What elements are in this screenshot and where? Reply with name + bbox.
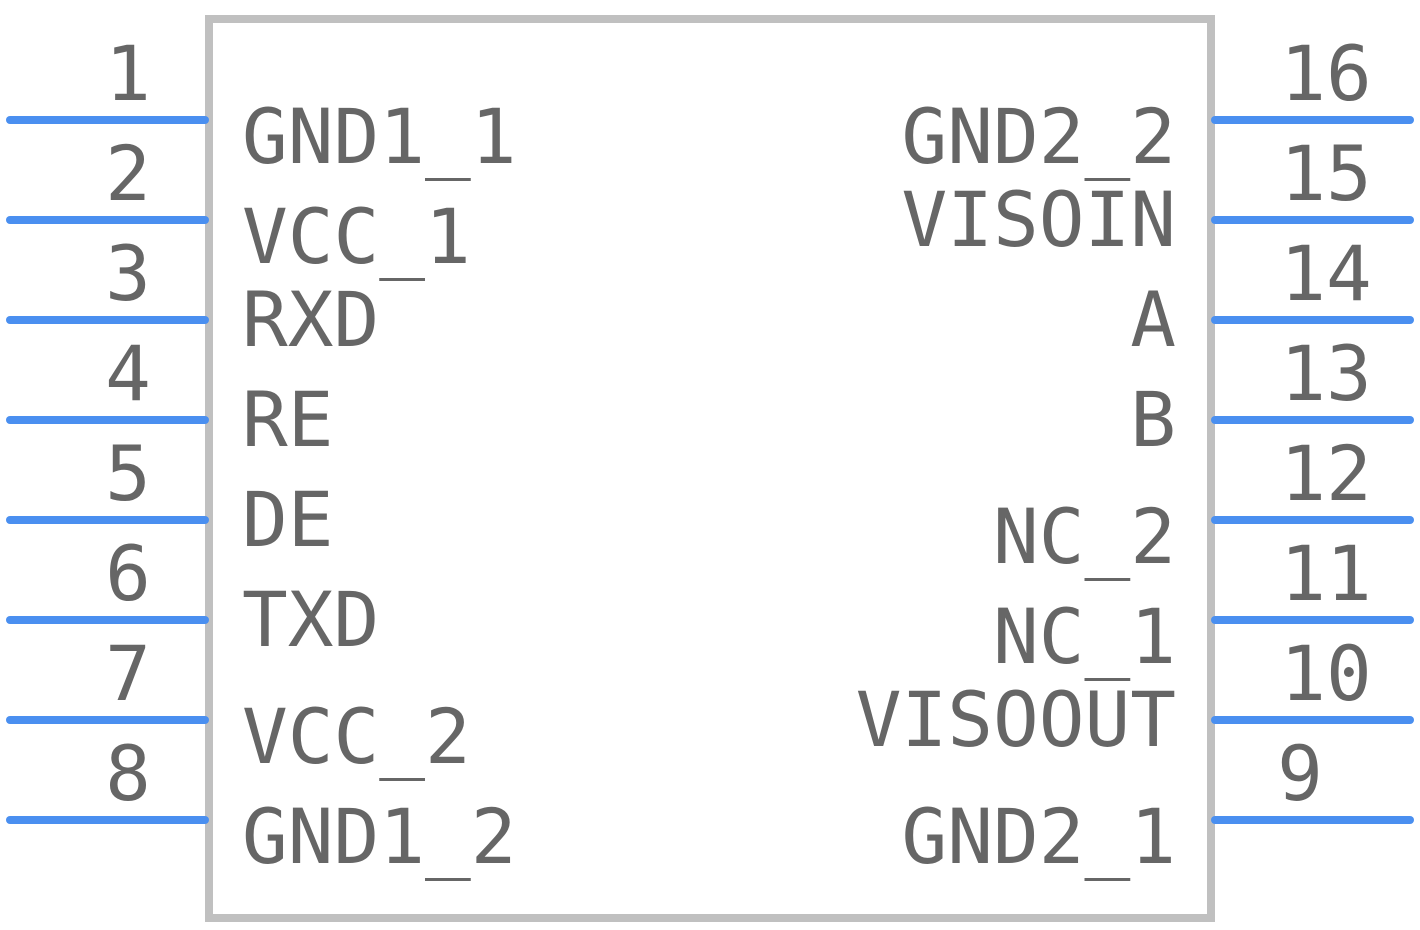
pin-1-number: 1 bbox=[105, 29, 151, 118]
pin-15-name: VISOIN bbox=[901, 175, 1176, 264]
pin-16-number: 16 bbox=[1280, 29, 1372, 118]
pin-11-name: NC_1 bbox=[993, 592, 1176, 681]
pin-16-name: GND2_2 bbox=[901, 92, 1176, 181]
pin-13-number: 13 bbox=[1280, 329, 1372, 418]
pin-10-number: 10 bbox=[1280, 629, 1372, 718]
pin-6-name: TXD bbox=[242, 575, 379, 664]
pin-5-name: DE bbox=[242, 475, 334, 564]
pin-15-number: 15 bbox=[1280, 129, 1372, 218]
pin-7-number: 7 bbox=[105, 629, 151, 718]
pin-10-name: VISOOUT bbox=[856, 675, 1176, 764]
pin-14-name: A bbox=[1130, 275, 1176, 364]
pin-2-number: 2 bbox=[105, 129, 151, 218]
pin-4-number: 4 bbox=[105, 329, 151, 418]
pin-12-number: 12 bbox=[1280, 429, 1372, 518]
pin-5-number: 5 bbox=[105, 429, 151, 518]
pin-12-name: NC_2 bbox=[993, 492, 1176, 581]
pin-9-name: GND2_1 bbox=[901, 792, 1176, 881]
pin-1-name: GND1_1 bbox=[242, 92, 517, 181]
ic-body-outline bbox=[205, 15, 1215, 922]
pin-8-name: GND1_2 bbox=[242, 792, 517, 881]
pin-6-number: 6 bbox=[105, 529, 151, 618]
pin-11-number: 11 bbox=[1280, 529, 1372, 618]
pin-14-number: 14 bbox=[1280, 229, 1372, 318]
pin-3-name: RXD bbox=[242, 275, 379, 364]
pin-3-number: 3 bbox=[105, 229, 151, 318]
pin-13-name: B bbox=[1130, 375, 1176, 464]
pin-2-name: VCC_1 bbox=[242, 192, 471, 281]
pin-8-number: 8 bbox=[105, 729, 151, 818]
pin-4-name: RE bbox=[242, 375, 334, 464]
pin-7-name: VCC_2 bbox=[242, 692, 471, 781]
pin-9-number: 9 bbox=[1277, 729, 1323, 818]
